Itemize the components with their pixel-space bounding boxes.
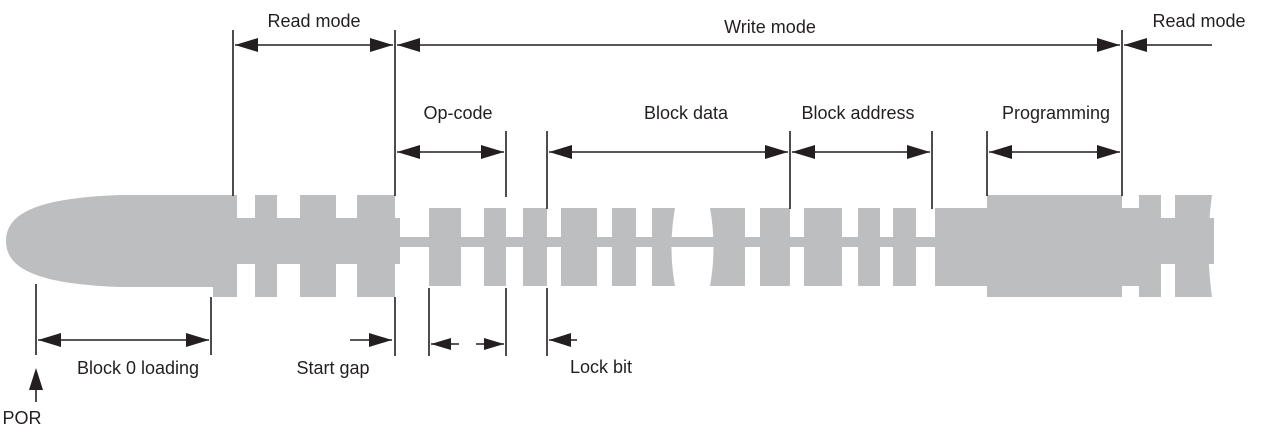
pulse xyxy=(612,208,636,286)
read-mode-label-2: Read mode xyxy=(1152,11,1245,31)
por-label: POR xyxy=(2,408,41,428)
write-mode-label: Write mode xyxy=(724,17,816,37)
block0-loading-label: Block 0 loading xyxy=(77,358,199,378)
pulse xyxy=(804,208,842,286)
block-address-label: Block address xyxy=(801,103,914,123)
power-up-envelope xyxy=(6,195,214,287)
burst xyxy=(1175,195,1212,297)
burst xyxy=(1139,195,1161,297)
pulse xyxy=(523,208,547,286)
burst xyxy=(255,195,277,297)
start-gap-label: Start gap xyxy=(296,358,369,378)
top-phase-markers xyxy=(232,30,1212,196)
pulse xyxy=(858,208,880,286)
burst xyxy=(357,195,395,297)
pulse xyxy=(760,208,790,286)
pulse xyxy=(893,208,916,286)
programming-label: Programming xyxy=(1002,103,1110,123)
pulse xyxy=(484,208,506,286)
write-subphase-markers xyxy=(397,131,1120,209)
programming-pulse xyxy=(987,195,1122,297)
lock-bit-label: Lock bit xyxy=(570,357,632,377)
pulse xyxy=(561,208,597,286)
bottom-markers xyxy=(29,284,577,402)
burst xyxy=(300,195,336,297)
op-code-label: Op-code xyxy=(423,103,492,123)
pulse xyxy=(652,208,675,286)
burst xyxy=(213,195,237,297)
block-data-label: Block data xyxy=(644,103,729,123)
signal-waveform xyxy=(6,195,1214,297)
pulse xyxy=(710,208,745,286)
pulse xyxy=(429,208,461,286)
read-mode-label-1: Read mode xyxy=(267,11,360,31)
